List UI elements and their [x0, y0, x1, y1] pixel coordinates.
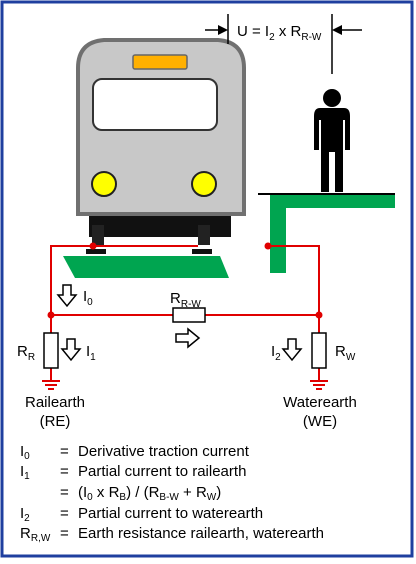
junction-rail: [89, 242, 97, 250]
circuit: [42, 245, 328, 390]
wire-platform-down: [268, 245, 320, 333]
headlight-right: [191, 171, 217, 197]
label-rw: RW: [335, 343, 356, 363]
label-railearth: Railearth: [25, 394, 85, 411]
platform: [258, 194, 395, 273]
arrow-right-icon: [175, 327, 201, 349]
label-rrw: RR-W: [170, 290, 201, 310]
arrow-i0-icon: [56, 284, 78, 308]
label-waterearth-abbr: (WE): [303, 413, 337, 430]
arrow-i2-icon: [281, 338, 303, 362]
rail-left: [86, 249, 106, 254]
headlight-left: [91, 171, 117, 197]
wheel-right: [198, 225, 210, 245]
junction-left: [47, 311, 55, 319]
track-bed: [63, 256, 229, 278]
wire-rail-down: [50, 245, 93, 333]
person-icon: [314, 89, 350, 192]
destination-sign: [132, 54, 188, 70]
label-railearth-abbr: (RE): [40, 413, 71, 430]
voltage-formula: U = I2 x RR-W: [237, 23, 322, 43]
label-i0: I0: [83, 288, 93, 308]
rail-right: [192, 249, 212, 254]
voltage-dimension: U = I2 x RR-W: [205, 14, 362, 74]
train-windshield: [92, 78, 218, 131]
junction-platform: [264, 242, 272, 250]
label-i1: I1: [86, 343, 96, 363]
arrow-i1-icon: [60, 338, 82, 362]
resistor-rw: [311, 332, 327, 369]
wheel-left: [92, 225, 104, 245]
junction-right: [315, 311, 323, 319]
resistor-rr: [43, 332, 59, 369]
label-rr: RR: [17, 343, 35, 363]
label-i2: I2: [271, 343, 281, 363]
label-waterearth: Waterearth: [283, 394, 357, 411]
train: [76, 38, 246, 254]
legend: I0 = Derivative traction current I1 = Pa…: [20, 443, 324, 544]
resistor-r-rw: [172, 307, 206, 323]
